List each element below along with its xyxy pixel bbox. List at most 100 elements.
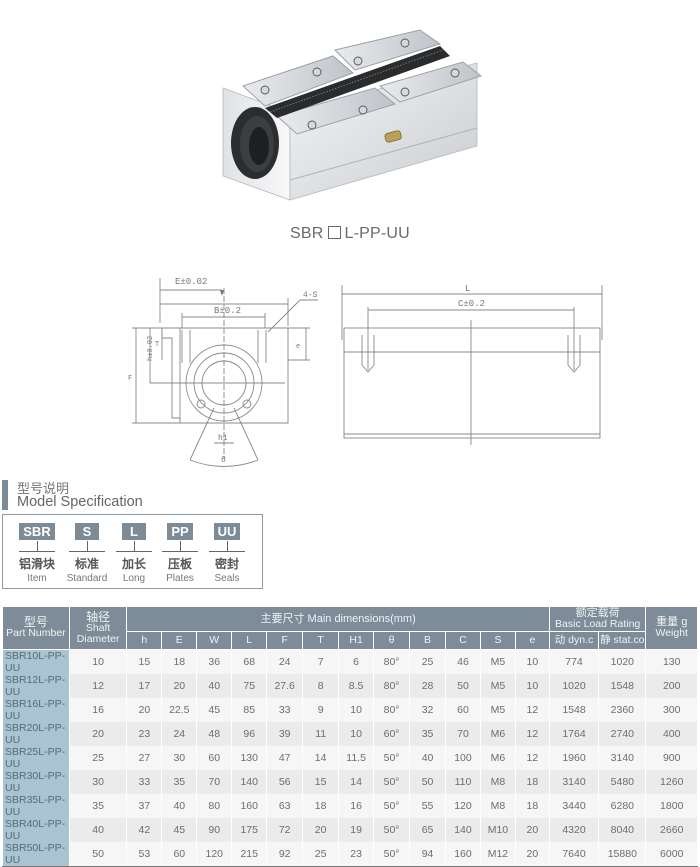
- table-cell: 50: [409, 770, 447, 794]
- table-cell: 30: [68, 770, 128, 794]
- table-cell: 40: [409, 746, 447, 770]
- table-cell: 33: [266, 698, 304, 722]
- table-cell: 56: [266, 770, 304, 794]
- caption-prefix: SBR: [290, 225, 324, 242]
- table-cell: 900: [645, 746, 698, 770]
- table-cell: 65: [409, 818, 447, 842]
- dim-label-F: F: [128, 375, 132, 383]
- table-cell: 15: [126, 649, 163, 674]
- size-placeholder-box: [327, 226, 341, 239]
- table-cell: 50°: [373, 842, 411, 867]
- table-cell: M6: [479, 746, 516, 770]
- table-cell: 25: [302, 842, 340, 867]
- table-cell: 20: [68, 722, 128, 746]
- table-cell: 11: [302, 722, 340, 746]
- dim-label-e: e: [296, 343, 300, 351]
- table-cell: 45: [196, 698, 233, 722]
- table-cell: 120: [445, 794, 481, 818]
- header-dim-e: e: [514, 631, 550, 650]
- table-cell: 50: [445, 674, 481, 698]
- spec-cn: 密封: [214, 557, 239, 571]
- table-cell: 80: [196, 794, 233, 818]
- table-cell: 10: [338, 698, 375, 722]
- spec-cn: 铝滑块: [18, 557, 55, 571]
- table-cell: 35: [161, 770, 198, 794]
- table-cell: 33: [126, 770, 163, 794]
- model-spec-title-cn: 型号说明: [17, 481, 70, 496]
- table-cell: 24: [266, 649, 304, 674]
- part-number-cell: SBR30L-PP-UU: [2, 770, 70, 794]
- table-cell: 17: [126, 674, 163, 698]
- table-cell: 12: [68, 674, 128, 698]
- spec-item-pp: PP 压板 Plates: [156, 523, 204, 584]
- table-cell: 92: [266, 842, 304, 867]
- spec-code: SBR: [19, 523, 55, 540]
- dim-label-B: B±0.2: [214, 306, 241, 316]
- table-cell: 160: [231, 794, 268, 818]
- table-cell: 16: [338, 794, 375, 818]
- table-cell: 1260: [645, 770, 698, 794]
- table-cell: 8: [302, 674, 340, 698]
- label-4-S: 4-S: [303, 291, 318, 300]
- table-cell: M5: [479, 674, 516, 698]
- part-number-cell: SBR16L-PP-UU: [2, 698, 70, 722]
- header-load-rating: 额定载荷 Basic Load Rating: [548, 606, 647, 632]
- table-cell: 15: [302, 770, 340, 794]
- table-cell: 2660: [645, 818, 698, 842]
- table-cell: 50: [68, 842, 128, 867]
- table-cell: 94: [409, 842, 447, 867]
- dim-label-L: L: [465, 284, 470, 294]
- part-number-cell: SBR50L-PP-UU: [2, 842, 70, 867]
- table-cell: 215: [231, 842, 268, 867]
- table-cell: 7: [302, 649, 340, 674]
- table-cell: 18: [514, 794, 550, 818]
- dim-label-C: C±0.2: [458, 299, 485, 309]
- table-cell: 80°: [373, 674, 411, 698]
- table-cell: 46: [445, 649, 481, 674]
- header-dyn: 动 dyn.c: [548, 631, 600, 650]
- table-cell: 11.5: [338, 746, 375, 770]
- table-cell: 12: [514, 746, 550, 770]
- spec-en: Plates: [166, 573, 194, 584]
- spec-code: L: [122, 523, 146, 540]
- table-cell: 85: [231, 698, 268, 722]
- table-cell: 30: [161, 746, 198, 770]
- table-cell: 5480: [598, 770, 647, 794]
- linear-bearing-block-illustration: [222, 29, 483, 201]
- table-cell: 3440: [548, 794, 600, 818]
- table-cell: 774: [548, 649, 600, 674]
- side-view-drawing: L C±0.2: [338, 280, 608, 445]
- header-dim-B: B: [409, 631, 447, 650]
- table-cell: 110: [445, 770, 481, 794]
- spec-cn: 压板: [167, 557, 192, 571]
- spec-item-sbr: SBR 铝滑块 Item: [13, 523, 61, 584]
- header-dim-h: h: [126, 631, 163, 650]
- table-cell: M8: [479, 770, 516, 794]
- table-cell: 22.5: [161, 698, 198, 722]
- table-cell: 175: [231, 818, 268, 842]
- table-cell: 130: [231, 746, 268, 770]
- table-cell: 72: [266, 818, 304, 842]
- dim-label-T: T: [155, 341, 159, 349]
- table-cell: 25: [68, 746, 128, 770]
- table-cell: 1020: [548, 674, 600, 698]
- table-cell: 10: [338, 722, 375, 746]
- spec-item-uu: UU 密封 Seals: [203, 523, 251, 584]
- model-spec-box: SBR 铝滑块 Item S 标准 Standard L 加长 Long PP …: [2, 514, 263, 589]
- table-cell: M8: [479, 794, 516, 818]
- table-cell: 20: [514, 818, 550, 842]
- table-cell: 80°: [373, 649, 411, 674]
- table-cell: 68: [231, 649, 268, 674]
- table-cell: 27: [126, 746, 163, 770]
- header-shaft-diameter: 轴径 Shaft Diameter: [68, 606, 128, 650]
- table-cell: 70: [445, 722, 481, 746]
- header-dim-H1: H1: [338, 631, 375, 650]
- dim-label-E: E±0.02: [175, 277, 207, 287]
- front-view-drawing: E±0.02 B±0.2 4-S h1 θ: [110, 268, 320, 468]
- header-dim-C: C: [445, 631, 481, 650]
- table-cell: 6: [338, 649, 375, 674]
- table-cell: 20: [302, 818, 340, 842]
